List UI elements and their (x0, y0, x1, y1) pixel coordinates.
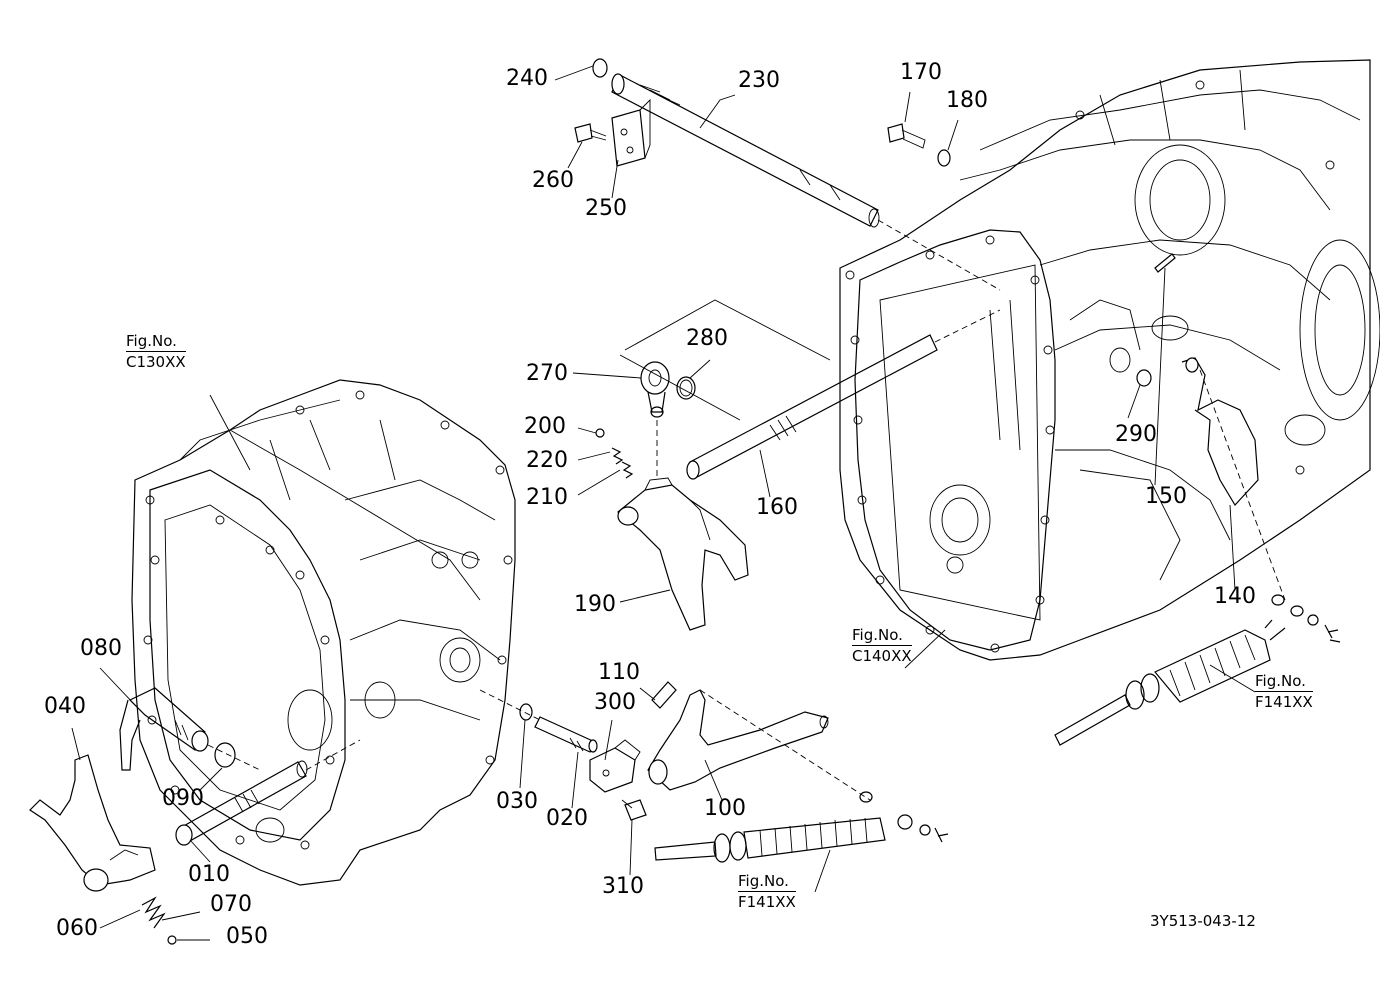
ball-050 (167, 935, 177, 945)
shaft-010 (175, 739, 361, 846)
part-label-290: 290 (1115, 422, 1157, 447)
part-label-190: 190 (574, 592, 616, 617)
o-ring-290 (1136, 369, 1152, 387)
part-label-060: 060 (56, 916, 98, 941)
pin-150 (1154, 253, 1176, 273)
figure-ref-code: F141XX (738, 890, 796, 911)
figure-ref-prefix: Fig.No. (738, 872, 789, 890)
bracket-300 (589, 739, 641, 793)
figure-ref-code: F141XX (1255, 690, 1313, 711)
bolt-170 (887, 123, 926, 149)
bolt-260 (574, 123, 607, 143)
shaft-230 (611, 73, 1001, 291)
lever-100 (647, 689, 871, 801)
o-ring-240 (592, 58, 608, 78)
ring-280 (676, 376, 696, 400)
part-label-180: 180 (946, 88, 988, 113)
figure-ref-c140: Fig.No. C140XX (852, 626, 912, 666)
figure-ref-f141-center: Fig.No. F141XX (738, 872, 796, 912)
part-label-040: 040 (44, 694, 86, 719)
bracket-250 (611, 98, 651, 167)
part-label-210: 210 (526, 485, 568, 510)
part-label-310: 310 (602, 874, 644, 899)
part-label-080: 080 (80, 636, 122, 661)
part-label-300: 300 (594, 690, 636, 715)
part-label-270: 270 (526, 361, 568, 386)
part-label-280: 280 (686, 326, 728, 351)
pin-020 (479, 689, 598, 753)
fork-040 (29, 754, 156, 892)
figure-ref-f141-right: Fig.No. F141XX (1255, 672, 1313, 712)
part-label-250: 250 (585, 196, 627, 221)
part-label-260: 260 (532, 168, 574, 193)
document-id: 3Y513-043-12 (1150, 912, 1256, 930)
pin-110 (651, 681, 677, 709)
ball-200 (595, 428, 605, 438)
figure-ref-prefix: Fig.No. (852, 626, 903, 644)
spring-220 (611, 447, 624, 465)
part-label-240: 240 (506, 66, 548, 91)
part-label-170: 170 (900, 60, 942, 85)
part-label-150: 150 (1145, 484, 1187, 509)
lever-140 (1181, 357, 1286, 601)
shaft-160 (619, 299, 1001, 480)
shaft-080 (119, 687, 261, 771)
part-label-070: 070 (210, 892, 252, 917)
figure-ref-c130: Fig.No. C130XX (126, 332, 186, 372)
part-label-050: 050 (226, 924, 268, 949)
part-label-100: 100 (704, 796, 746, 821)
part-label-230: 230 (738, 68, 780, 93)
leader-lines (71, 65, 1256, 941)
figure-ref-code: C140XX (852, 644, 912, 665)
part-label-200: 200 (524, 414, 566, 439)
fork-190 (617, 477, 749, 631)
figure-ref-code: C130XX (126, 350, 186, 371)
figure-ref-prefix: Fig.No. (126, 332, 177, 350)
part-label-010: 010 (188, 862, 230, 887)
part-label-030: 030 (496, 789, 538, 814)
part-label-220: 220 (526, 448, 568, 473)
figure-ref-prefix: Fig.No. (1255, 672, 1306, 690)
spring-070 (141, 896, 166, 929)
part-label-020: 020 (546, 806, 588, 831)
o-ring-090 (214, 742, 236, 768)
cable-right (1054, 594, 1341, 746)
part-label-140: 140 (1214, 584, 1256, 609)
transmission-case-right (839, 59, 1380, 661)
part-label-110: 110 (598, 660, 640, 685)
bolt-310 (621, 799, 647, 821)
o-ring-030 (519, 703, 533, 721)
transmission-case-left (131, 379, 516, 886)
spring-210 (621, 461, 634, 479)
part-label-090: 090 (162, 786, 204, 811)
washer-180 (937, 149, 951, 167)
part-label-160: 160 (756, 495, 798, 520)
cable-center (654, 791, 949, 863)
